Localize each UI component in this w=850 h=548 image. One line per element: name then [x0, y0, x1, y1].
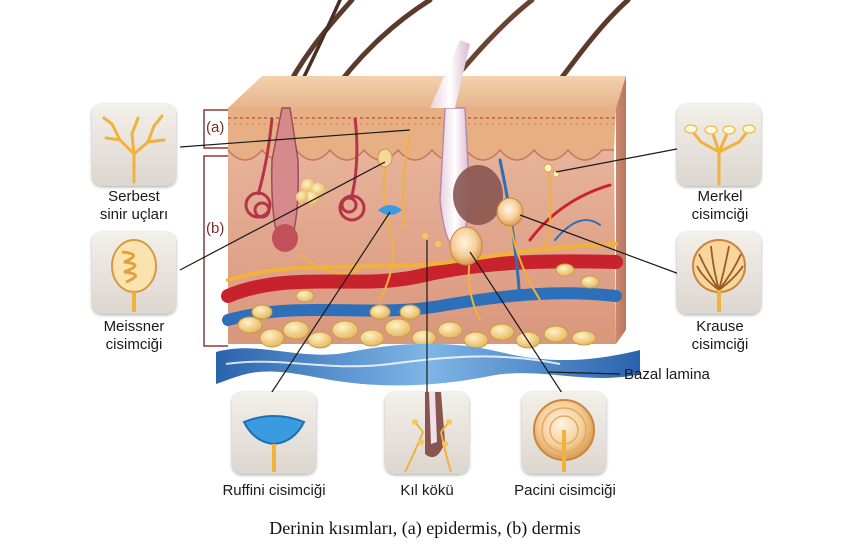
krause-bulb-icon — [692, 239, 746, 312]
hair-root-tile — [385, 392, 469, 474]
epidermis-tag: (a) — [206, 119, 225, 136]
pacini-tile — [522, 392, 606, 474]
basal-lamina-band — [216, 343, 640, 386]
ruffini-label: Ruffini cisimciği — [222, 482, 326, 499]
free-nerve-endings-icon — [102, 114, 166, 184]
merkel-tile — [677, 104, 761, 186]
hair-root-icon — [404, 392, 452, 473]
pacini-label: Pacini cisimciği — [514, 482, 616, 499]
basal-lamina-label: Bazal lamina — [624, 366, 710, 383]
meissner-corpuscle-icon — [111, 239, 157, 312]
sweat-glands — [244, 117, 366, 222]
merkel-label: Merkel cisimciği — [691, 188, 749, 223]
receptors — [377, 148, 560, 266]
skin-surface — [228, 76, 626, 108]
pacinian-corpuscle-icon — [533, 399, 595, 472]
hair-follicles — [271, 40, 503, 252]
blood-vessels — [221, 158, 623, 326]
free-nerve-endings-label: Serbest sinir uçları — [99, 188, 169, 223]
ruffini-ending-icon — [242, 415, 306, 472]
figure-caption: Derinin kısımları, (a) epidermis, (b) de… — [269, 518, 581, 538]
layer-brackets — [203, 109, 228, 347]
pointer-lines — [179, 129, 683, 396]
meissner-label: Meissner cisimciği — [103, 318, 165, 353]
free-nerve-endings-tile — [92, 104, 176, 186]
dermis-tag: (b) — [206, 220, 225, 237]
hair-root-label: Kıl kökü — [400, 482, 454, 499]
krause-label: Krause cisimciği — [691, 318, 749, 353]
ruffini-tile — [232, 392, 316, 474]
krause-tile — [677, 232, 761, 314]
merkel-cell-icon — [684, 124, 756, 186]
nerve-fibers — [299, 134, 552, 321]
meissner-tile — [92, 232, 176, 314]
sebaceous-gland — [296, 179, 325, 205]
